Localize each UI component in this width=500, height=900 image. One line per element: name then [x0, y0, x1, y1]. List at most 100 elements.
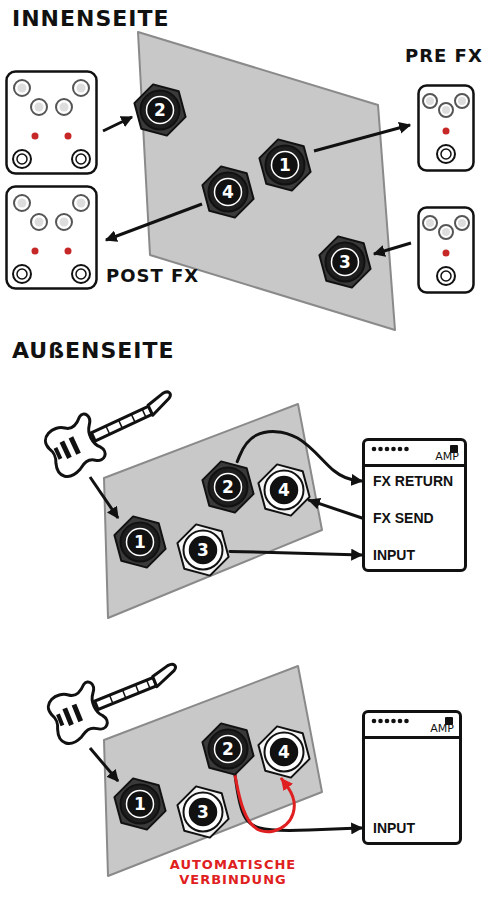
- callout-number: 3: [197, 804, 209, 821]
- pedal-label: PRE FX: [405, 46, 483, 67]
- jack-nut: [114, 516, 165, 567]
- jack-socket: 3: [175, 784, 231, 840]
- jack-center: 1: [112, 776, 168, 832]
- jack-socket: 2: [200, 459, 256, 515]
- amp-knob-dot: [398, 719, 403, 724]
- jack-socket: 1: [257, 137, 313, 193]
- amp-knob-dot: [372, 447, 377, 452]
- jack-ring: [184, 793, 223, 832]
- port-label: FX RETURN: [373, 473, 453, 489]
- jack-hole: [215, 474, 242, 501]
- signal-arrow: [314, 125, 410, 151]
- jack-ring: [265, 733, 304, 772]
- jack-ring: [266, 146, 305, 185]
- jack-nut: [258, 464, 309, 515]
- jack-nut: [177, 786, 228, 837]
- jack-center: 1: [257, 137, 313, 193]
- jack-socket: 3: [317, 234, 373, 290]
- jack-center: 2: [200, 459, 256, 515]
- callout-number: 4: [222, 184, 234, 201]
- amp-panel: FX RETURNFX SENDINPUT: [365, 467, 464, 569]
- jack-ring: [209, 730, 248, 769]
- port-label: INPUT: [373, 820, 415, 836]
- jack-hole: [127, 529, 154, 556]
- single-pedal: [419, 208, 474, 293]
- signal-arrow: [106, 204, 202, 240]
- patch-panel: [104, 404, 322, 618]
- guitar-icon: [44, 649, 187, 747]
- amp-panel: INPUT: [365, 739, 459, 842]
- jack-ring: [184, 531, 223, 570]
- callout-number: 3: [339, 254, 351, 271]
- jack-nut: [259, 139, 310, 190]
- signal-arrow: [90, 477, 118, 518]
- connection-note: AUTOMATISCHE VERBINDUNG: [160, 858, 306, 888]
- jack-socket: 2: [200, 721, 256, 777]
- jack-ring: [209, 468, 248, 507]
- amp-knob-dot: [385, 719, 390, 724]
- patch-panel: [104, 666, 322, 876]
- jack-ring: [265, 471, 304, 510]
- jack-nut: [258, 726, 309, 777]
- amp-knob-dot: [398, 447, 403, 452]
- callout-number: 4: [278, 744, 290, 761]
- callout-number: 1: [134, 534, 146, 551]
- amp-knob-dot: [391, 719, 396, 724]
- jack-nut: [202, 166, 253, 217]
- callout-number: 4: [278, 482, 290, 499]
- jack-center: 3: [175, 784, 231, 840]
- jack-hole: [127, 791, 154, 818]
- jack-socket: 4: [200, 164, 256, 220]
- callout-number: 2: [222, 479, 234, 496]
- callout-number: 3: [197, 542, 209, 559]
- cable-arrow: [235, 775, 362, 830]
- amp-knob-dot: [391, 447, 396, 452]
- guitar-icon: [41, 377, 184, 480]
- jack-hole: [271, 739, 298, 766]
- signal-arrow: [374, 243, 411, 254]
- jack-socket: 4: [256, 724, 312, 780]
- amp-label: AMP: [430, 723, 454, 734]
- dual-pedal: [7, 187, 97, 289]
- auto-connection-arrow: [235, 775, 294, 832]
- jack-hole: [215, 736, 242, 763]
- jack-center: 4: [256, 462, 312, 518]
- jack-ring: [141, 91, 180, 130]
- jack-nut: [114, 778, 165, 829]
- jack-hole: [147, 97, 174, 124]
- jack-center: 4: [200, 164, 256, 220]
- jack-center: 2: [200, 721, 256, 777]
- jack-hole: [272, 152, 299, 179]
- jack-center: 4: [256, 724, 312, 780]
- jack-nut: [134, 84, 185, 135]
- jack-hole: [190, 537, 217, 564]
- single-pedal: [419, 86, 474, 171]
- callout-number: 1: [279, 157, 291, 174]
- jack-nut: [177, 524, 228, 575]
- section-heading: AUßENSEITE: [12, 338, 175, 363]
- amp-knob-dot: [385, 447, 390, 452]
- amp-knob-dot: [378, 719, 383, 724]
- jack-hole: [190, 799, 217, 826]
- jack-nut: [202, 461, 253, 512]
- jack-ring: [326, 243, 365, 282]
- callout-number: 2: [154, 102, 166, 119]
- signal-arrow: [103, 117, 132, 131]
- amp-head: AMP: [365, 713, 459, 739]
- signal-arrow: [90, 748, 118, 781]
- section-heading: INNENSEITE: [12, 6, 170, 31]
- jack-socket: 4: [256, 462, 312, 518]
- jack-center: 1: [112, 514, 168, 570]
- amp-box: AMP INPUT: [362, 710, 462, 845]
- cable-arrow: [309, 500, 362, 518]
- jack-center: 2: [132, 82, 188, 138]
- amp-knob-dot: [404, 719, 409, 724]
- pedal-label: POST FX: [106, 266, 199, 287]
- cable-arrow: [230, 551, 362, 555]
- jack-ring: [121, 785, 160, 824]
- jack-ring: [209, 173, 248, 212]
- amp-label: AMP: [435, 451, 459, 462]
- amp-knob-dot: [404, 447, 409, 452]
- jack-hole: [215, 179, 242, 206]
